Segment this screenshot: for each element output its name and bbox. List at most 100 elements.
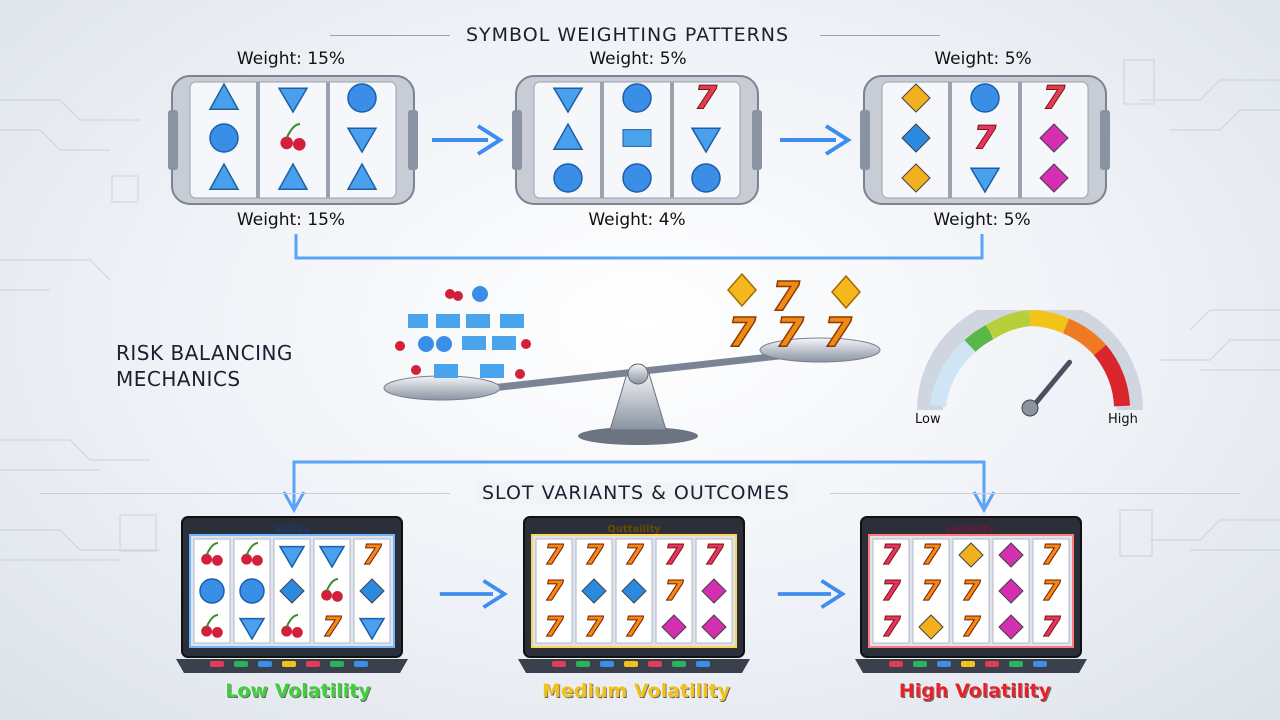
svg-text:7: 7 <box>728 310 756 356</box>
circuit-decoration-right <box>1119 59 1280 557</box>
screen-title-high: Jultaility <box>947 524 995 535</box>
diamond-icon <box>1039 163 1069 193</box>
orb-icon <box>239 578 265 604</box>
reel-1-top-weight: Weight: 15% <box>236 49 346 69</box>
triangle-icon <box>208 162 240 190</box>
risk-title-line2: MECHANICS <box>116 367 241 391</box>
seven-icon: 7 <box>584 538 604 571</box>
cherry-icon <box>281 625 292 637</box>
orb-icon <box>691 163 721 193</box>
caption-low-volatility: Low Volatility <box>225 680 371 702</box>
diamond-icon <box>581 578 607 604</box>
triangle-icon <box>318 545 346 569</box>
seven-icon: 7 <box>695 79 718 117</box>
diamond-icon <box>998 614 1024 640</box>
seven-icon: 7 <box>961 610 981 643</box>
seven-icon: 7 <box>664 538 684 571</box>
orb-icon <box>209 123 239 153</box>
svg-text:7: 7 <box>772 274 800 320</box>
diamond-icon <box>998 578 1024 604</box>
seven-icon: 7 <box>1043 79 1066 117</box>
cherry-icon <box>201 625 212 637</box>
orb-icon <box>622 83 652 113</box>
seven-icon: 7 <box>664 574 684 607</box>
reel-2-top-weight: Weight: 5% <box>589 49 687 69</box>
seven-icon: 7 <box>544 574 564 607</box>
seven-icon: 7 <box>1041 574 1061 607</box>
svg-text:7: 7 <box>776 310 804 356</box>
seven-icon: 7 <box>881 574 901 607</box>
diamond-icon <box>279 578 305 604</box>
screen-title-low: Vultav <box>274 524 310 535</box>
diamond-icon <box>958 542 984 568</box>
seven-icon: 7 <box>544 610 564 643</box>
diamond-icon <box>901 123 931 153</box>
reel-1-bottom-weight: Weight: 15% <box>236 210 346 230</box>
triangle-icon <box>690 127 722 154</box>
seven-icon: 7 <box>322 610 342 643</box>
diamond-icon <box>701 578 727 604</box>
triangle-icon <box>208 82 240 110</box>
arrow-right-icon <box>777 579 846 609</box>
orb-icon <box>199 578 225 604</box>
orb-icon <box>347 83 377 113</box>
seven-icon: 7 <box>624 538 644 571</box>
risk-title-line1: RISK BALANCING <box>116 341 293 365</box>
seven-icon: 7 <box>584 610 604 643</box>
seven-icon: 7 <box>881 538 901 571</box>
seven-icon: 7 <box>544 538 564 571</box>
reel-3-bottom-weight: Weight: 5% <box>933 210 1031 230</box>
circuit-decoration-left <box>0 99 160 561</box>
orb-icon <box>622 163 652 193</box>
cherry-icon <box>212 555 223 566</box>
variants-title: SLOT VARIANTS & OUTCOMES <box>476 482 796 504</box>
orb-icon <box>970 83 1000 113</box>
diamond-icon <box>918 614 944 640</box>
cherry-icon <box>212 627 223 638</box>
screen-title-medium: Quttaility <box>607 524 661 535</box>
diamond-icon <box>661 614 687 640</box>
diamond-icon <box>359 578 385 604</box>
triangle-icon <box>277 87 309 114</box>
seven-icon: 7 <box>624 610 644 643</box>
triangle-icon <box>277 162 309 190</box>
caption-high-volatility: High Volatility <box>898 680 1052 702</box>
connector-bracket <box>294 234 984 260</box>
arrow-right-icon <box>439 579 508 609</box>
reel-3-top-weight: Weight: 5% <box>934 49 1032 69</box>
triangle-icon <box>238 617 266 641</box>
cherry-icon <box>201 553 212 565</box>
volatility-gauge <box>917 310 1143 417</box>
triangle-icon <box>552 87 584 114</box>
seven-icon: 7 <box>1041 610 1061 643</box>
seven-icon: 7 <box>881 610 901 643</box>
gauge-high-label: High <box>1108 412 1138 427</box>
gauge-needle <box>1027 359 1073 413</box>
bar-icon <box>622 129 652 147</box>
reel-1 <box>168 70 418 210</box>
gauge-low-label: Low <box>915 412 941 427</box>
triangle-icon <box>278 545 306 569</box>
diamond-icon <box>621 578 647 604</box>
reel-2: 7 <box>512 70 762 210</box>
arrow-right-icon <box>432 124 504 156</box>
diamond-icon <box>998 542 1024 568</box>
seven-icon: 7 <box>362 538 382 571</box>
triangle-icon <box>346 127 378 154</box>
cherry-icon <box>332 591 343 602</box>
cherry-icon <box>280 136 293 150</box>
seven-icon: 7 <box>961 574 981 607</box>
variants-rule-right <box>830 493 1240 494</box>
diamond-icon <box>1039 123 1069 153</box>
variants-connector <box>282 460 996 514</box>
weighting-title: SYMBOL WEIGHTING PATTERNS <box>466 24 790 46</box>
diamond-icon <box>901 163 931 193</box>
diamond-icon <box>701 614 727 640</box>
caption-medium-volatility: Medium Volatility <box>542 680 730 702</box>
